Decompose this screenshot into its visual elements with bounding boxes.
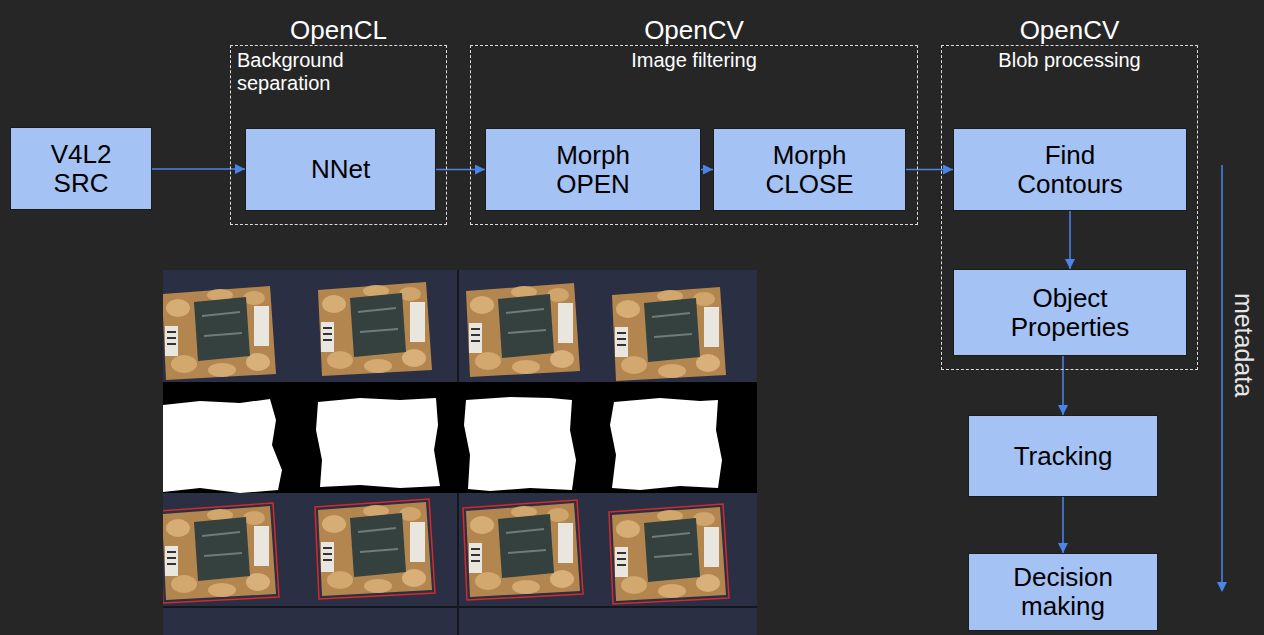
process-box: Find Contours [953, 128, 1187, 211]
photo-strip [163, 270, 757, 635]
flow-arrow [436, 169, 485, 171]
flow-arrow [701, 169, 713, 171]
process-box: NNet [245, 128, 436, 211]
process-box: V4L2 SRC [10, 127, 152, 210]
group-title: OpenCV [471, 16, 917, 45]
flow-arrow [152, 168, 245, 170]
group-box: OpenCVBlob processingFind ContoursObject… [941, 45, 1198, 370]
side-label: metadata [1229, 293, 1257, 397]
box-label: Morph CLOSE [750, 141, 870, 198]
group-box: OpenCLBackground separationNNet [230, 45, 447, 225]
group-subtitle: Background separation [231, 46, 423, 95]
process-box: Morph CLOSE [713, 128, 906, 211]
box-label: Find Contours [990, 141, 1150, 198]
box-label: Decision making [998, 563, 1128, 620]
process-box: Tracking [968, 415, 1158, 497]
flow-arrow [906, 169, 953, 171]
metadata-arrow [1217, 165, 1227, 592]
process-box: Morph OPEN [485, 128, 701, 211]
flow-arrow [1062, 356, 1064, 415]
flow-arrow [1062, 497, 1064, 553]
group-box: OpenCVImage filteringMorph OPENMorph CLO… [470, 45, 918, 225]
process-box: Object Properties [953, 269, 1187, 356]
group-title: OpenCL [231, 16, 446, 45]
process-box: Decision making [968, 553, 1158, 631]
group-title: OpenCV [942, 16, 1197, 45]
box-label: Tracking [1014, 442, 1113, 471]
box-label: Morph OPEN [533, 141, 653, 198]
group-subtitle: Image filtering [473, 46, 915, 72]
box-label: Object Properties [983, 284, 1158, 341]
box-label: NNet [311, 155, 370, 184]
flow-arrow [1069, 211, 1071, 269]
group-subtitle: Blob processing [942, 46, 1197, 72]
box-label: V4L2 SRC [36, 140, 126, 197]
